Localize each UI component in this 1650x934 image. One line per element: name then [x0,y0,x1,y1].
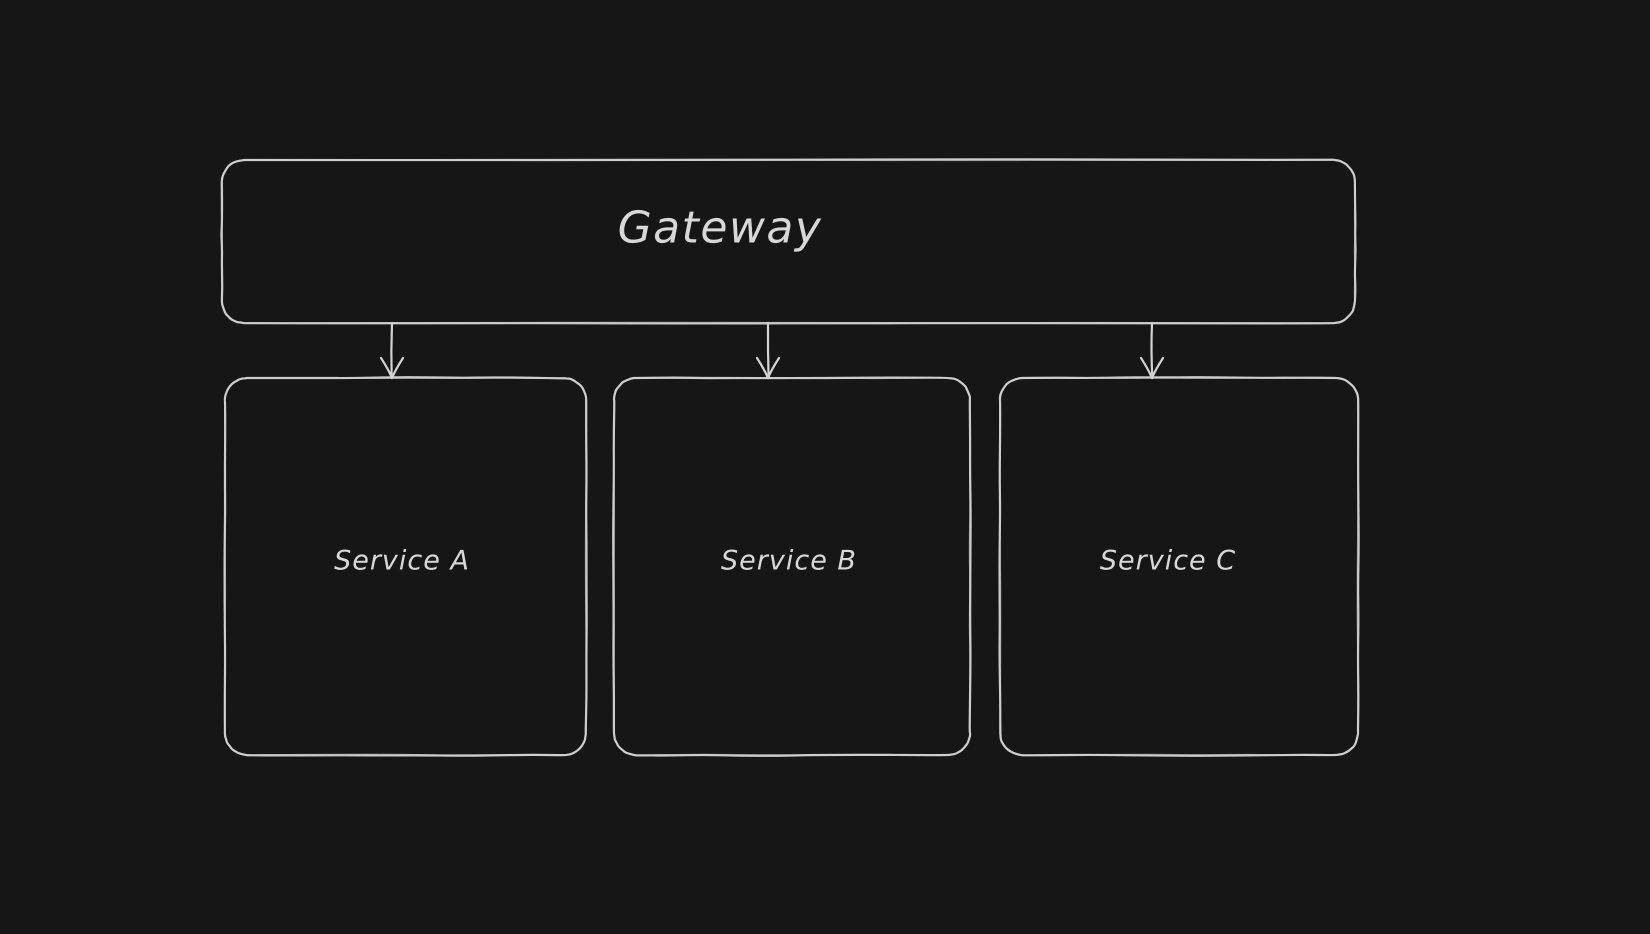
gateway-node-shape-second-pass [221,159,1356,324]
edge-gateway-service-b-head-right [766,356,781,380]
edge-gateway-service-c-head-right [1150,356,1165,380]
service-a-node-shape[interactable] [223,376,588,757]
service-c-node-shape-second-pass [999,377,1359,756]
edge-gateway-service-a-head-right [390,356,405,380]
shapes-group [220,158,1360,757]
edge-gateway-service-a-shaft [390,321,394,380]
service-b-node-shape-second-pass [613,377,971,756]
edge-gateway-service-a-head-left [379,356,394,380]
service-b-node-shape[interactable] [612,376,972,757]
edge-gateway-service-c-shaft [1150,321,1154,380]
service-c-node-shape[interactable] [998,376,1360,757]
service-a-node-shape-second-pass [223,377,587,756]
edge-gateway-service-b-shaft [766,321,770,380]
edge-gateway-service-c-head-left [1139,356,1154,380]
edge-gateway-service-b-head-left [755,356,770,380]
edges-group [379,321,1165,380]
gateway-node-shape[interactable] [220,158,1357,325]
